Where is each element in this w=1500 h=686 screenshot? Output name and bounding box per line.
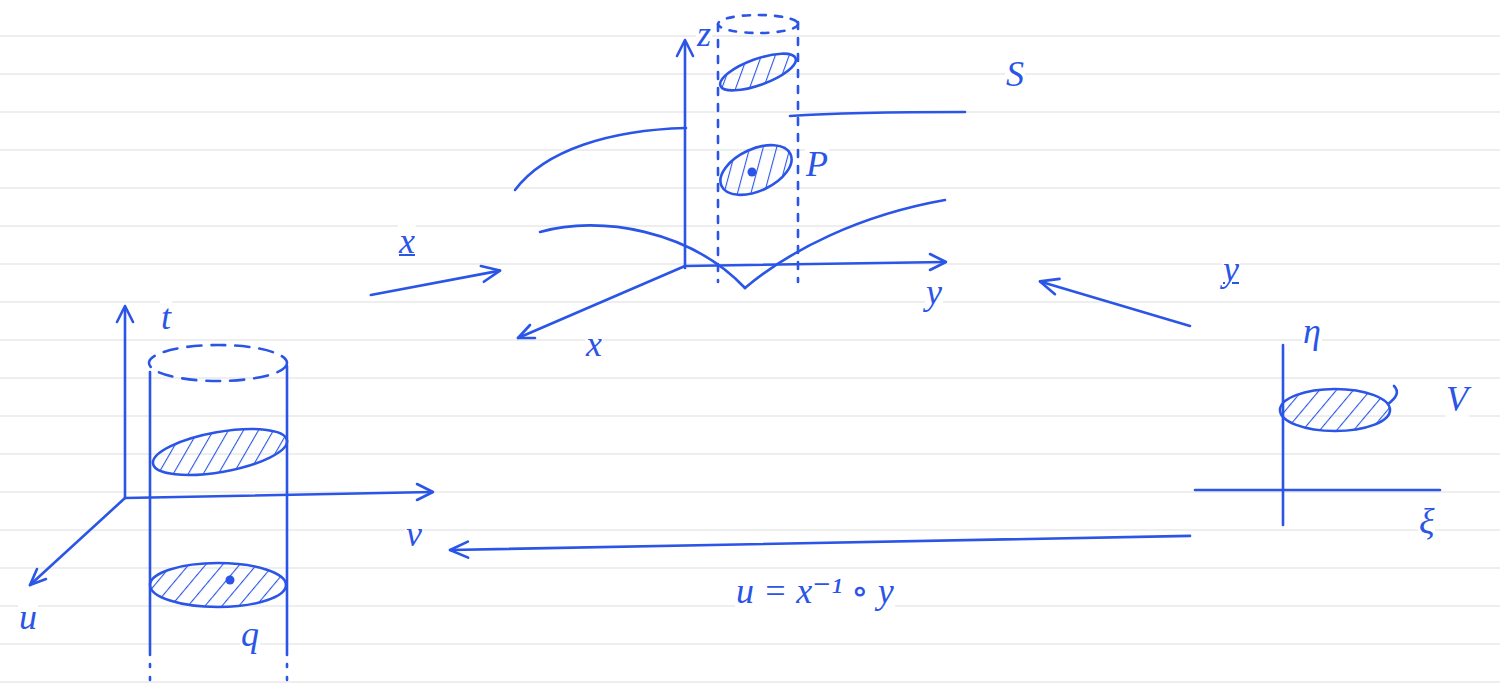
hatched-region: [1280, 389, 1390, 431]
point-dot: [226, 576, 235, 585]
cylinder-top-dashed: [149, 345, 287, 381]
surface-edge: [790, 112, 965, 116]
t-axis: [124, 308, 127, 498]
hatched-region: [716, 46, 800, 98]
cylinder-dashed: [286, 664, 289, 684]
axis-label: q: [240, 615, 260, 655]
hatched-region: [713, 135, 800, 205]
axis-label: v: [405, 515, 423, 555]
surface-edge: [540, 225, 745, 288]
axis-arrowhead: [30, 569, 46, 585]
arrow-shaft: [1040, 281, 1190, 326]
axis-label: x: [585, 325, 603, 365]
map-label: y: [1222, 250, 1240, 290]
axis-label: ξ: [1418, 502, 1435, 542]
axis-label: V: [1445, 380, 1469, 420]
y-axis: [685, 262, 945, 266]
map-arrow: [371, 266, 500, 295]
chart-domain-figure: t v u q: [10, 295, 450, 675]
z-axis: [684, 42, 687, 268]
axis-label: η: [1302, 312, 1322, 352]
axis-arrowhead: [677, 40, 693, 56]
surface-figure: z y x P S: [500, 15, 1040, 375]
notebook-rules: [0, 36, 1500, 682]
arrow-shaft: [450, 536, 1190, 550]
region-tail: [1388, 386, 1397, 404]
map-arrow: [450, 536, 1190, 558]
axis-label: t: [160, 298, 172, 338]
axis-label: z: [696, 15, 712, 55]
arrow-shaft: [371, 271, 500, 295]
cylinder-side: [286, 366, 289, 655]
surface-edge: [515, 128, 686, 190]
axis-label: P: [805, 145, 829, 185]
axis-arrowhead: [117, 306, 133, 322]
axis-label: y: [925, 273, 943, 313]
cylinder-dashed: [149, 664, 152, 684]
axis-label: u: [18, 598, 38, 638]
v-axis: [125, 492, 432, 498]
xi-axis: [1195, 489, 1440, 492]
arrowhead: [450, 542, 468, 558]
hatched-region: [150, 563, 286, 607]
surface-edge: [745, 200, 945, 288]
hatched-region: [150, 420, 291, 483]
eta-axis: [1282, 345, 1285, 525]
parameter-plane-figure: η ξ V: [1190, 310, 1480, 555]
cylinder-top-dashed: [718, 15, 798, 33]
axis-arrowhead: [417, 484, 433, 500]
map-label: x: [398, 222, 416, 262]
cylinder-dashed: [717, 24, 720, 282]
point-dot: [748, 168, 757, 177]
axis-label: S: [1005, 55, 1025, 95]
arrowhead: [481, 266, 500, 282]
map-label: u = x⁻¹ ∘ y: [735, 572, 895, 612]
axis-arrowhead: [930, 254, 946, 270]
arrowhead: [1040, 279, 1060, 294]
map-arrow: [1040, 279, 1190, 326]
cylinder-side: [149, 372, 152, 655]
u-axis: [30, 498, 125, 585]
axis-arrowhead: [518, 325, 535, 338]
